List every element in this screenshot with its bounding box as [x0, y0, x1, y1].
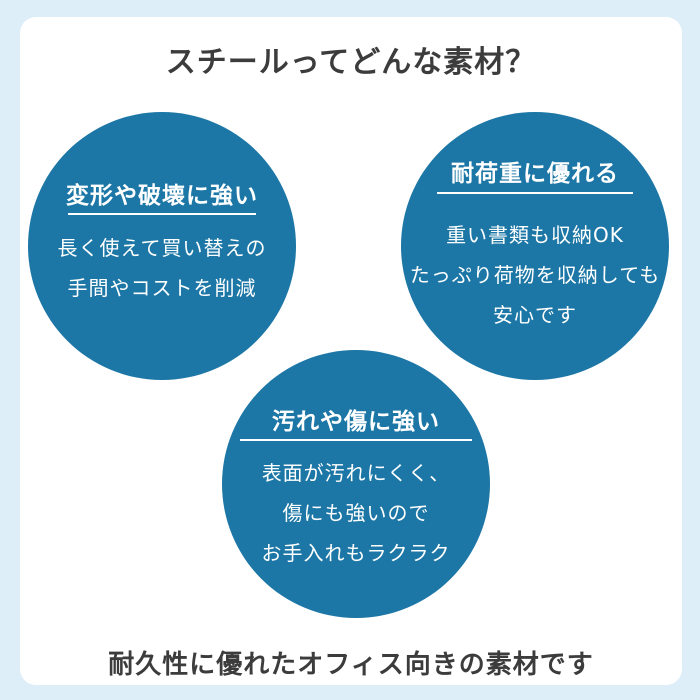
- page-title: スチールってどんな素材？: [155, 45, 546, 89]
- feature-heading: 耐荷重に優れる: [451, 161, 619, 187]
- feature-line: 重い書類も収納OK: [446, 223, 624, 247]
- footer-caption: 耐久性に優れたオフィス向きの素材です: [108, 650, 594, 680]
- feature-circle-load-capacity: 耐荷重に優れる 重い書類も収納OK たっぷり荷物を収納しても 安心です: [401, 112, 669, 380]
- feature-line: 表面が汚れにくく、: [261, 461, 451, 485]
- feature-line: 長く使えて買い替えの: [57, 236, 267, 260]
- page-title-text: スチールってどんな素材？: [165, 45, 537, 80]
- feature-line: 安心です: [493, 303, 577, 327]
- feature-divider: [68, 213, 256, 215]
- feature-heading: 汚れや傷に強い: [272, 409, 440, 435]
- feature-circle-deformation: 変形や破壊に強い 長く使えて買い替えの 手間やコストを削減: [28, 112, 296, 380]
- feature-line: 傷にも強いので: [282, 501, 430, 525]
- title-area: スチールってどんな素材？: [20, 45, 682, 89]
- feature-heading: 変形や破壊に強い: [66, 183, 258, 209]
- feature-line: たっぷり荷物を収納しても: [409, 263, 661, 287]
- feature-divider: [437, 192, 633, 194]
- content-card: スチールってどんな素材？ 変形や破壊に強い 長く使えて買い替えの 手間やコストを…: [20, 17, 682, 685]
- feature-description: 重い書類も収納OK たっぷり荷物を収納しても 安心です: [401, 215, 669, 335]
- feature-circle-stain-resistance: 汚れや傷に強い 表面が汚れにくく、 傷にも強いので お手入れもラクラク: [222, 350, 490, 618]
- feature-description: 表面が汚れにくく、 傷にも強いので お手入れもラクラク: [222, 453, 490, 573]
- feature-line: お手入れもラクラク: [261, 541, 451, 565]
- feature-divider: [240, 439, 472, 441]
- feature-line: 手間やコストを削減: [67, 276, 257, 300]
- feature-description: 長く使えて買い替えの 手間やコストを削減: [28, 228, 296, 308]
